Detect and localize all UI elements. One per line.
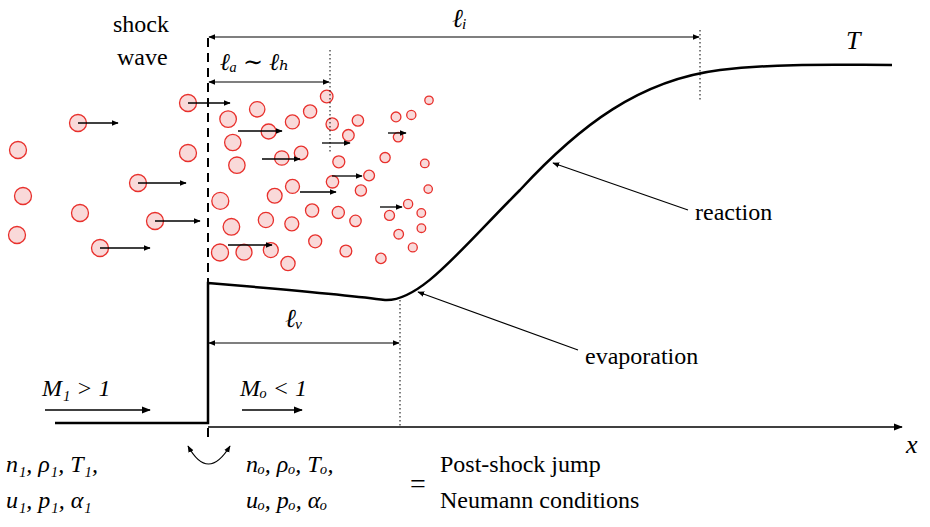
droplet bbox=[281, 256, 295, 270]
droplet bbox=[355, 185, 366, 196]
droplet bbox=[223, 219, 240, 236]
dimension-lines bbox=[209, 37, 699, 343]
dimension-label: ℓᵥ bbox=[285, 306, 303, 332]
shock-label: shock bbox=[113, 12, 169, 36]
extension-lines bbox=[330, 30, 700, 428]
droplet bbox=[236, 244, 252, 260]
state-label: u₁, p₁, α₁ bbox=[6, 488, 92, 512]
state-label: uₒ, pₒ, αₒ bbox=[246, 488, 327, 512]
droplet bbox=[417, 209, 426, 218]
droplet bbox=[376, 253, 386, 263]
droplet bbox=[212, 244, 229, 261]
droplet bbox=[407, 110, 416, 119]
droplet bbox=[294, 146, 308, 160]
dimension-label: ℓₐ ∼ ℓₕ bbox=[220, 50, 290, 74]
droplet bbox=[306, 204, 319, 217]
droplet bbox=[285, 217, 299, 231]
droplet bbox=[285, 115, 299, 129]
temperature-curve bbox=[55, 65, 892, 423]
droplet bbox=[424, 185, 432, 193]
curve-label: T bbox=[846, 28, 860, 54]
droplet bbox=[332, 206, 344, 218]
droplet bbox=[350, 215, 361, 226]
dimension-label: ℓᵢ bbox=[452, 6, 467, 32]
jump-arrow bbox=[188, 446, 230, 464]
droplet bbox=[258, 212, 273, 227]
droplet bbox=[343, 130, 355, 142]
droplet bbox=[352, 115, 363, 126]
droplet bbox=[333, 156, 345, 168]
x-axis bbox=[208, 426, 902, 428]
mach-label: M₁ > 1 bbox=[42, 376, 111, 400]
equals-sign: = bbox=[410, 470, 426, 498]
droplet bbox=[385, 210, 395, 220]
droplet bbox=[267, 188, 282, 203]
leader-arrows bbox=[418, 163, 688, 350]
droplet bbox=[394, 229, 404, 239]
droplet bbox=[421, 159, 430, 168]
droplet bbox=[250, 102, 265, 117]
droplet bbox=[326, 118, 338, 130]
axis-label: x bbox=[906, 432, 918, 458]
note-label: Post-shock jump bbox=[440, 452, 601, 476]
velocity-arrows bbox=[78, 103, 406, 248]
droplet bbox=[229, 157, 245, 173]
droplet bbox=[364, 170, 375, 181]
state-label: n₁, ρ₁, T₁, bbox=[6, 452, 98, 476]
state-label: nₒ, ρₒ, Tₒ, bbox=[246, 452, 333, 476]
droplet bbox=[425, 96, 433, 104]
process-label: reaction bbox=[695, 200, 772, 224]
droplet bbox=[404, 199, 413, 208]
droplet bbox=[326, 176, 338, 188]
droplet bbox=[309, 235, 322, 248]
droplet bbox=[417, 224, 426, 233]
droplet bbox=[391, 112, 401, 122]
droplet bbox=[212, 192, 229, 209]
mach-label: Mₒ < 1 bbox=[240, 376, 307, 400]
shock-label: wave bbox=[117, 45, 168, 69]
process-label: evaporation bbox=[585, 344, 698, 368]
note-label: Neumann conditions bbox=[440, 488, 639, 512]
flow-arrows bbox=[45, 409, 302, 411]
droplets-downstream bbox=[212, 90, 434, 270]
droplet bbox=[393, 132, 403, 142]
droplet bbox=[304, 105, 317, 118]
droplet bbox=[286, 179, 300, 193]
droplet bbox=[340, 245, 352, 257]
droplet bbox=[220, 111, 237, 128]
droplet bbox=[320, 90, 333, 103]
droplet bbox=[408, 243, 417, 252]
droplet bbox=[225, 134, 241, 150]
droplet bbox=[275, 151, 289, 165]
droplet bbox=[380, 153, 390, 163]
droplets-upstream bbox=[9, 95, 197, 257]
